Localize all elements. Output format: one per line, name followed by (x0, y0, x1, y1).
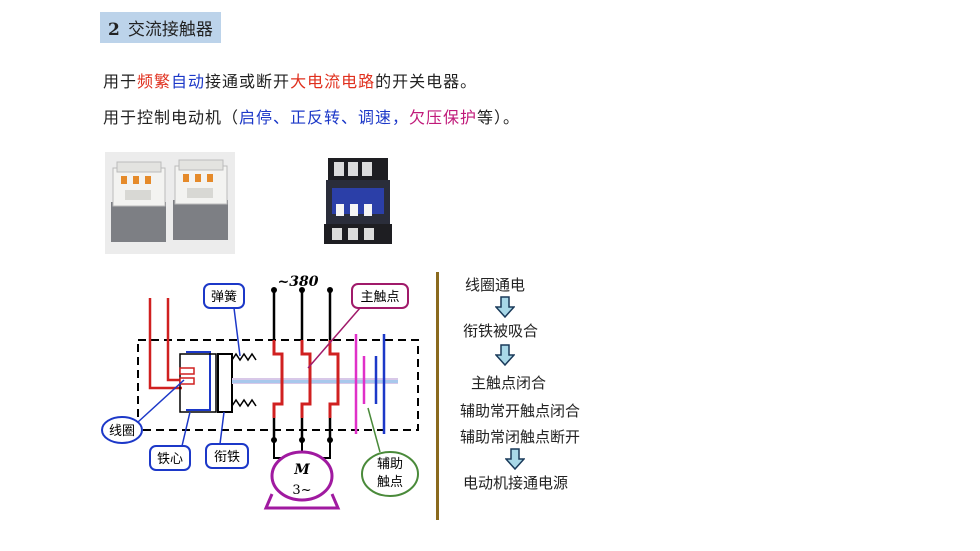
highlight-auto: 自动 (171, 72, 206, 91)
main-contact-lines (272, 290, 332, 440)
armature-shape (217, 353, 233, 413)
section-title-text: 交流接触器 (127, 20, 213, 40)
down-arrow-icon (495, 344, 515, 366)
flow-step: 辅助常开触点闭合 (460, 402, 581, 420)
description-line-2: 用于控制电动机（启停、正反转、调速，欠压保护等）。 (103, 104, 520, 128)
main-contact-callout: 主触点 (307, 283, 409, 369)
flow-step: 电动机接通电源 (463, 474, 569, 492)
aux-contact-nc (374, 334, 386, 434)
down-arrow-icon (505, 448, 525, 470)
spring-callout: 弹簧 (203, 283, 245, 357)
voltage-label: ~380 (278, 274, 319, 290)
coil-lead-2 (166, 298, 182, 382)
svg-text:辅助: 辅助 (377, 457, 403, 472)
spring-bottom (231, 398, 257, 408)
coil-lead-1 (148, 298, 182, 390)
highlight-frequent: 频繁 (137, 72, 172, 91)
flow-step: 辅助常闭触点断开 (460, 428, 581, 446)
enclosure-outline (137, 339, 419, 431)
svg-text:线圈: 线圈 (109, 424, 135, 439)
section-title: 2 交流接触器 (100, 12, 221, 43)
motor-label-phase: 3~ (292, 483, 311, 498)
operation-flow: 线圈通电 衔铁被吸合 主触点闭合 辅助常开触点闭合 辅助常闭触点断开 电动机接通… (455, 268, 625, 508)
section-number: 2 (108, 20, 120, 40)
flow-step: 线圈通电 (465, 276, 526, 294)
separator-line (436, 272, 439, 520)
contactor-photo-2 (318, 152, 398, 250)
text-segment: 用于 (103, 72, 138, 91)
contactor-left (111, 161, 166, 242)
motor-base (263, 493, 341, 510)
text-segment: 的开关电器。 (375, 72, 478, 91)
main-contacts (272, 340, 340, 418)
svg-text:主触点: 主触点 (360, 290, 399, 305)
text-segment: 等）。 (477, 108, 521, 127)
flow-step: 衔铁被吸合 (463, 322, 539, 340)
svg-text:触点: 触点 (377, 475, 403, 490)
motor-label-m: M (293, 462, 310, 478)
description-line-1: 用于频繁自动接通或断开大电流电路的开关电器。 (103, 68, 477, 92)
contactor-diagram: M 3~ ~380 弹簧 主触点 线圈 铁心 衔铁 辅助 触点 (101, 274, 419, 510)
contactor-photo-1 (105, 152, 235, 254)
motor-circle (270, 450, 334, 502)
svg-text:衔铁: 衔铁 (214, 450, 240, 465)
svg-text:铁心: 铁心 (157, 452, 183, 467)
coil-callout: 线圈 (101, 379, 185, 444)
spring-top (231, 352, 257, 362)
aux-contact-callout: 辅助 触点 (361, 407, 419, 497)
core-callout: 铁心 (149, 411, 191, 471)
highlight-undervoltage: 欠压保护 (409, 108, 478, 127)
highlight-control: 启停、正反转、调速， (239, 108, 410, 127)
text-segment: 用于控制电动机（ (103, 108, 240, 127)
aux-contact-no (354, 334, 366, 434)
text-segment: 接通或断开 (205, 72, 291, 91)
svg-text:弹簧: 弹簧 (211, 289, 237, 305)
armature-callout: 衔铁 (205, 411, 249, 469)
core-shape (186, 351, 211, 411)
highlight-large-current: 大电流电路 (290, 72, 376, 91)
contactor-right (173, 159, 228, 240)
flow-step: 主触点闭合 (471, 374, 547, 392)
down-arrow-icon (495, 296, 515, 318)
